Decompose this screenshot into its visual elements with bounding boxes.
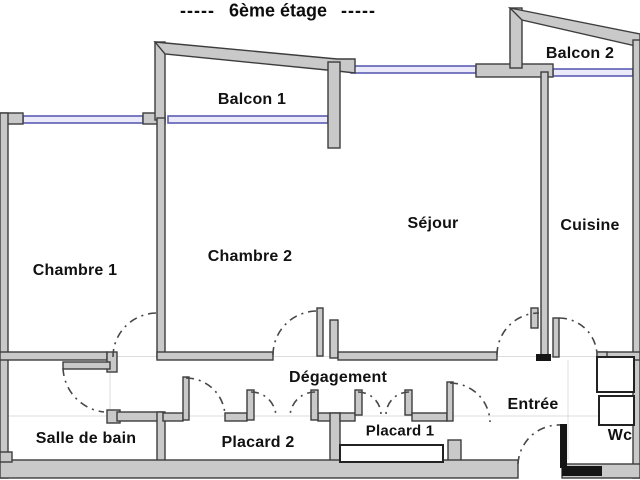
title-dashes-right: ----- bbox=[341, 0, 377, 21]
room-label-balcon2: Balcon 2 bbox=[545, 45, 615, 62]
wall-placard2-seg2 bbox=[224, 412, 248, 422]
wall-sejour-cuisine bbox=[540, 71, 549, 359]
room-label-degagement: Dégagement bbox=[288, 369, 388, 386]
room-label-balcon1: Balcon 1 bbox=[217, 91, 287, 108]
door-arc-sdb bbox=[62, 367, 105, 413]
wall-foot-divider bbox=[536, 354, 551, 361]
door-leaf-placard2-b bbox=[246, 389, 255, 421]
door-leaf-cuisine bbox=[552, 317, 560, 358]
room-label-entree: Entrée bbox=[507, 396, 559, 413]
wall-placard1-niche bbox=[411, 412, 448, 422]
title-text: 6ème étage bbox=[228, 0, 328, 21]
room-label-wc: Wc bbox=[607, 427, 633, 444]
door-arc-entree-hall bbox=[449, 382, 491, 423]
wall-top-left-step bbox=[0, 112, 24, 125]
door-arc-cuisine bbox=[558, 317, 598, 356]
window-cuisine bbox=[552, 68, 634, 77]
wall-hall-top-a bbox=[0, 351, 108, 361]
door-leaf-entree bbox=[446, 381, 454, 422]
room-label-placard2: Placard 2 bbox=[221, 434, 295, 451]
wall-hall-top-c bbox=[337, 351, 498, 361]
door-arc-chambre1 bbox=[112, 312, 158, 358]
window-sejour bbox=[350, 65, 477, 74]
wall-placard2-seg1 bbox=[162, 412, 184, 422]
door-arc-placard1-a bbox=[357, 391, 382, 415]
door-arc-placard2-b bbox=[250, 391, 277, 418]
wall-balcon1-left bbox=[154, 41, 166, 121]
room-label-chambre1: Chambre 1 bbox=[32, 262, 118, 279]
wall-placard1-seg1 bbox=[339, 412, 356, 422]
wall-placard-divider bbox=[329, 412, 341, 468]
wall-hall-top-b bbox=[156, 351, 274, 361]
window-chambre2 bbox=[167, 115, 329, 124]
wall-balcon1-slant bbox=[153, 41, 356, 74]
wall-bottom-left bbox=[0, 459, 519, 479]
placard1-inner-box bbox=[339, 444, 444, 463]
wall-stub-sejour bbox=[329, 319, 339, 359]
wall-sdb-right bbox=[116, 411, 164, 422]
door-arc-placard1-b bbox=[385, 391, 410, 415]
wall-chambre-divider bbox=[156, 117, 166, 359]
front-door-leaf bbox=[560, 424, 567, 468]
window-chambre1 bbox=[22, 115, 144, 124]
door-arc-chambre2 bbox=[272, 310, 318, 356]
door-arc-placard2-c bbox=[289, 391, 316, 418]
door-leaf-placard1-b bbox=[404, 389, 413, 416]
door-leaf-chambre2 bbox=[316, 307, 324, 357]
wall-sdb-notch bbox=[0, 451, 13, 463]
wall-left-outer bbox=[0, 112, 9, 479]
wc-box-lower bbox=[598, 395, 635, 426]
room-label-placard1: Placard 1 bbox=[365, 422, 435, 440]
door-leaf-sdb bbox=[62, 361, 111, 370]
title-dashes-left: ----- bbox=[179, 0, 215, 21]
door-arcs bbox=[62, 310, 598, 465]
wall-balcon1-right bbox=[327, 61, 341, 149]
wall-balcon2-slant bbox=[507, 6, 640, 48]
front-door-sill bbox=[562, 466, 602, 476]
door-leaf-placard2-c bbox=[310, 389, 319, 421]
door-leaf-placard1-a bbox=[354, 389, 363, 416]
door-arc-front-door bbox=[517, 424, 561, 465]
door-arc-sejour bbox=[496, 312, 540, 356]
fixtures bbox=[339, 356, 635, 463]
door-leaf-sejour bbox=[530, 307, 539, 329]
door-arc-placard2-a bbox=[185, 377, 226, 417]
wc-box-upper bbox=[596, 356, 635, 393]
room-label-cuisine: Cuisine bbox=[560, 217, 620, 234]
room-label-sejour: Séjour bbox=[407, 215, 459, 232]
floor-title: ----- 6ème étage ----- bbox=[166, 1, 390, 22]
door-leaf-placard2-a bbox=[182, 376, 190, 421]
room-label-salle-de-bain: Salle de bain bbox=[35, 430, 137, 447]
wall-balcon2-left bbox=[509, 7, 523, 69]
room-label-chambre2: Chambre 2 bbox=[207, 248, 293, 265]
